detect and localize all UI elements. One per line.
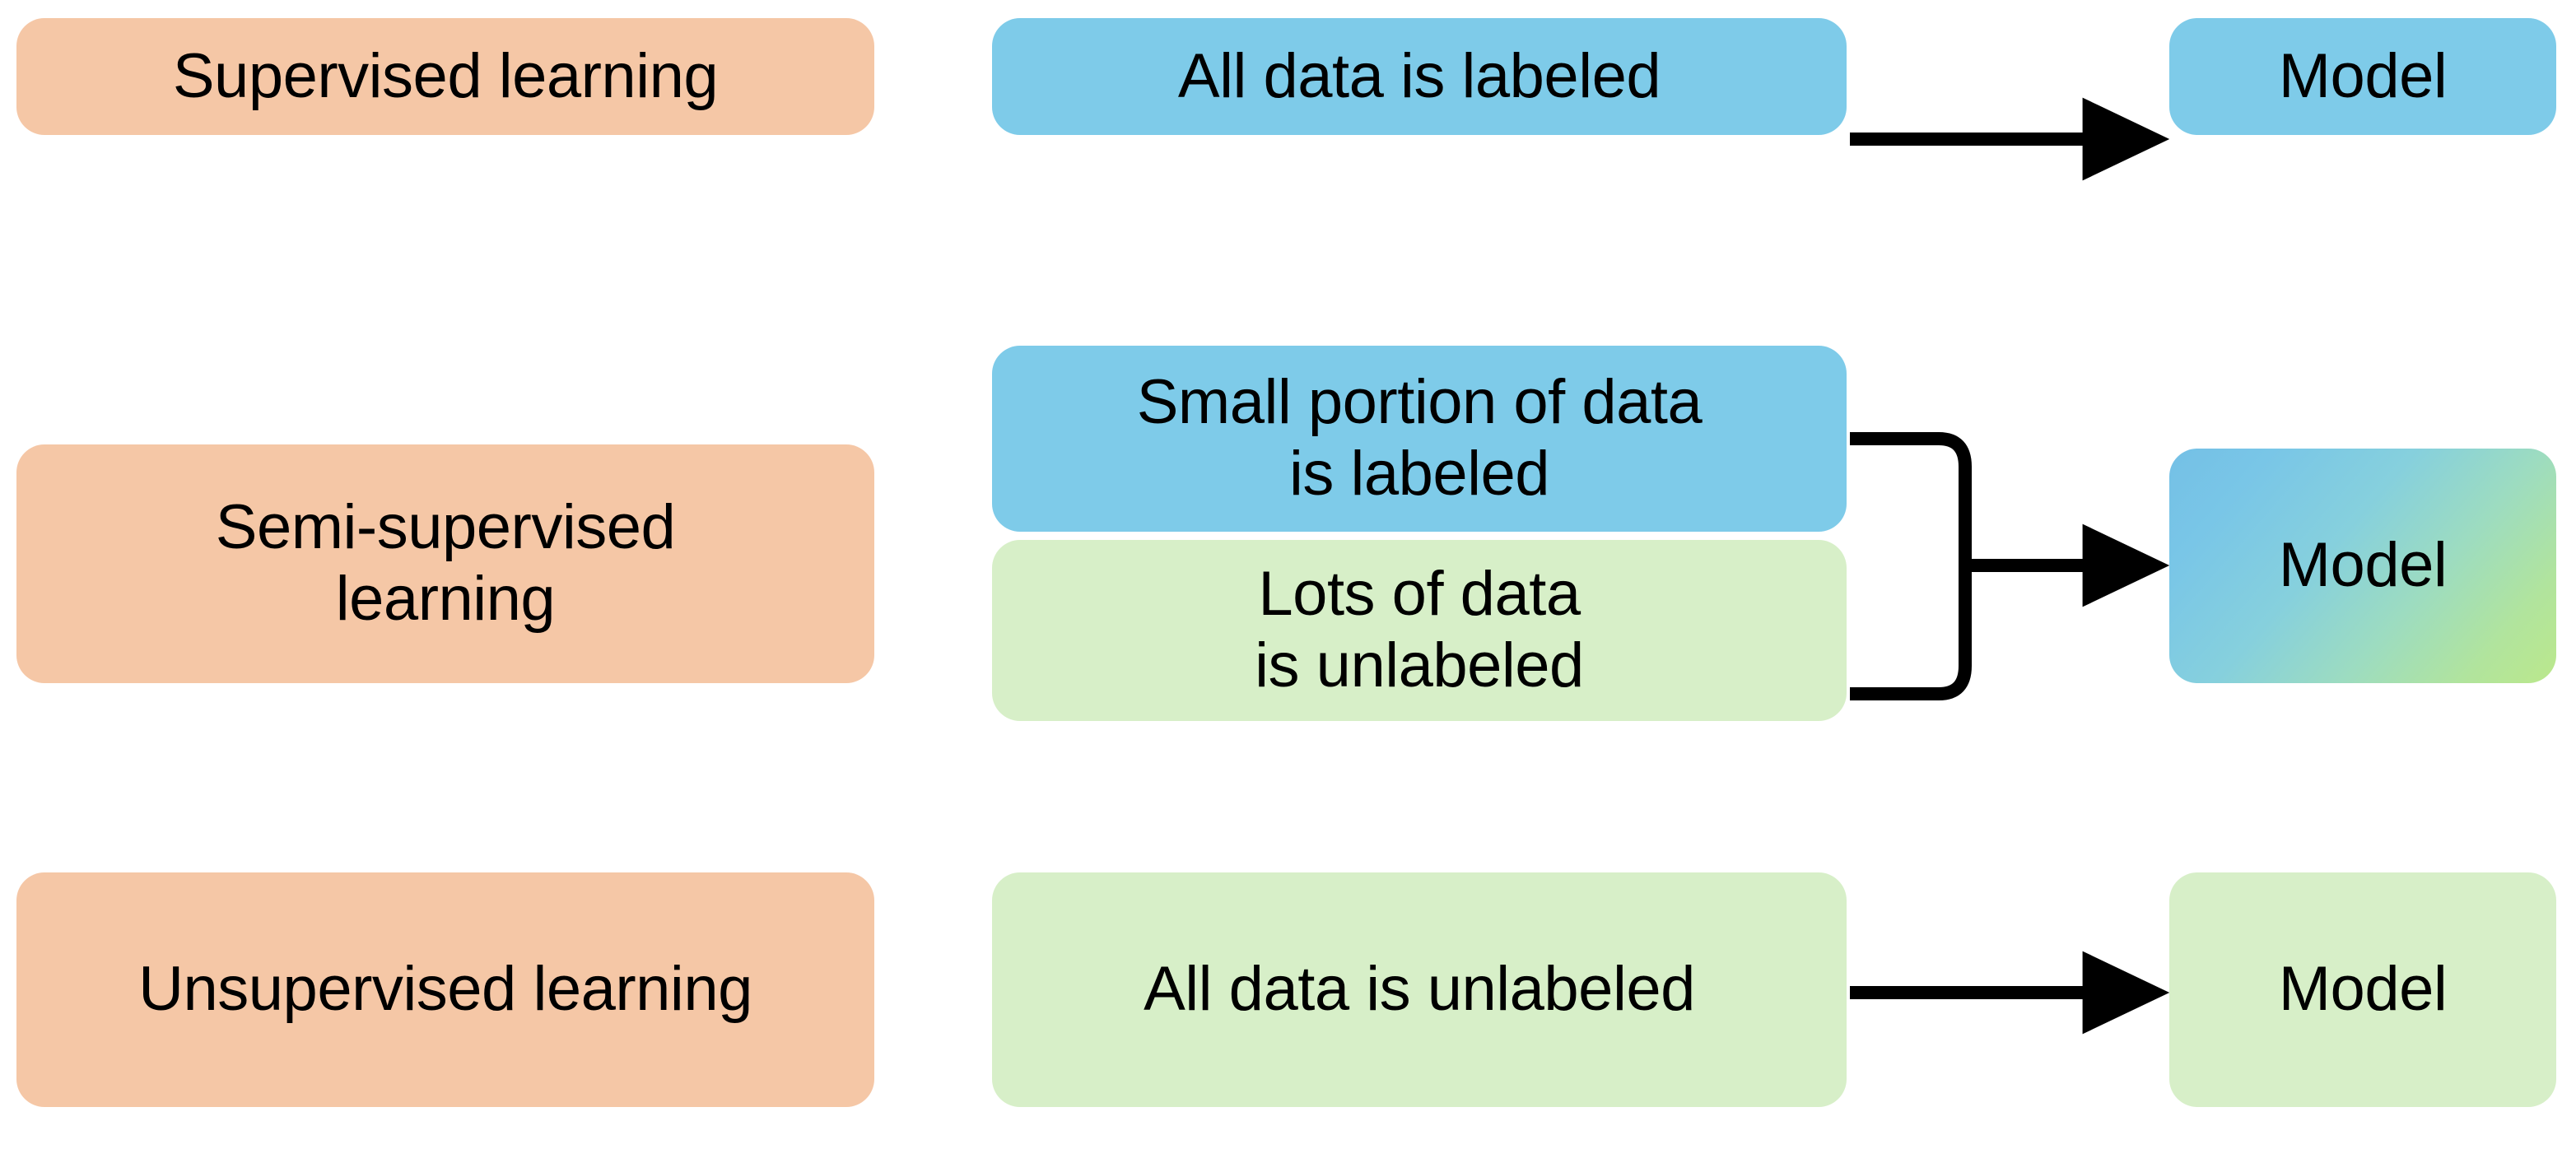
- category-box-supervised-learning: Supervised learning: [16, 18, 874, 135]
- model-box-unsupervised: Model: [2169, 872, 2556, 1107]
- arrow-semi-supervised-merge-to-model: [1850, 432, 2170, 700]
- data-box-small-portion-of-data-is-labeled: Small portion of data is labeled: [992, 346, 1847, 532]
- data-box-lots-of-data-is-unlabeled: Lots of data is unlabeled: [992, 540, 1847, 721]
- category-box-semi-supervised-learning: Semi-supervised learning: [16, 444, 874, 683]
- model-box-supervised: Model: [2169, 18, 2556, 135]
- data-box-all-data-is-unlabeled: All data is unlabeled: [992, 872, 1847, 1107]
- model-box-semi-supervised: Model: [2169, 449, 2556, 683]
- data-box-all-data-is-labeled: All data is labeled: [992, 18, 1847, 135]
- category-box-unsupervised-learning: Unsupervised learning: [16, 872, 874, 1107]
